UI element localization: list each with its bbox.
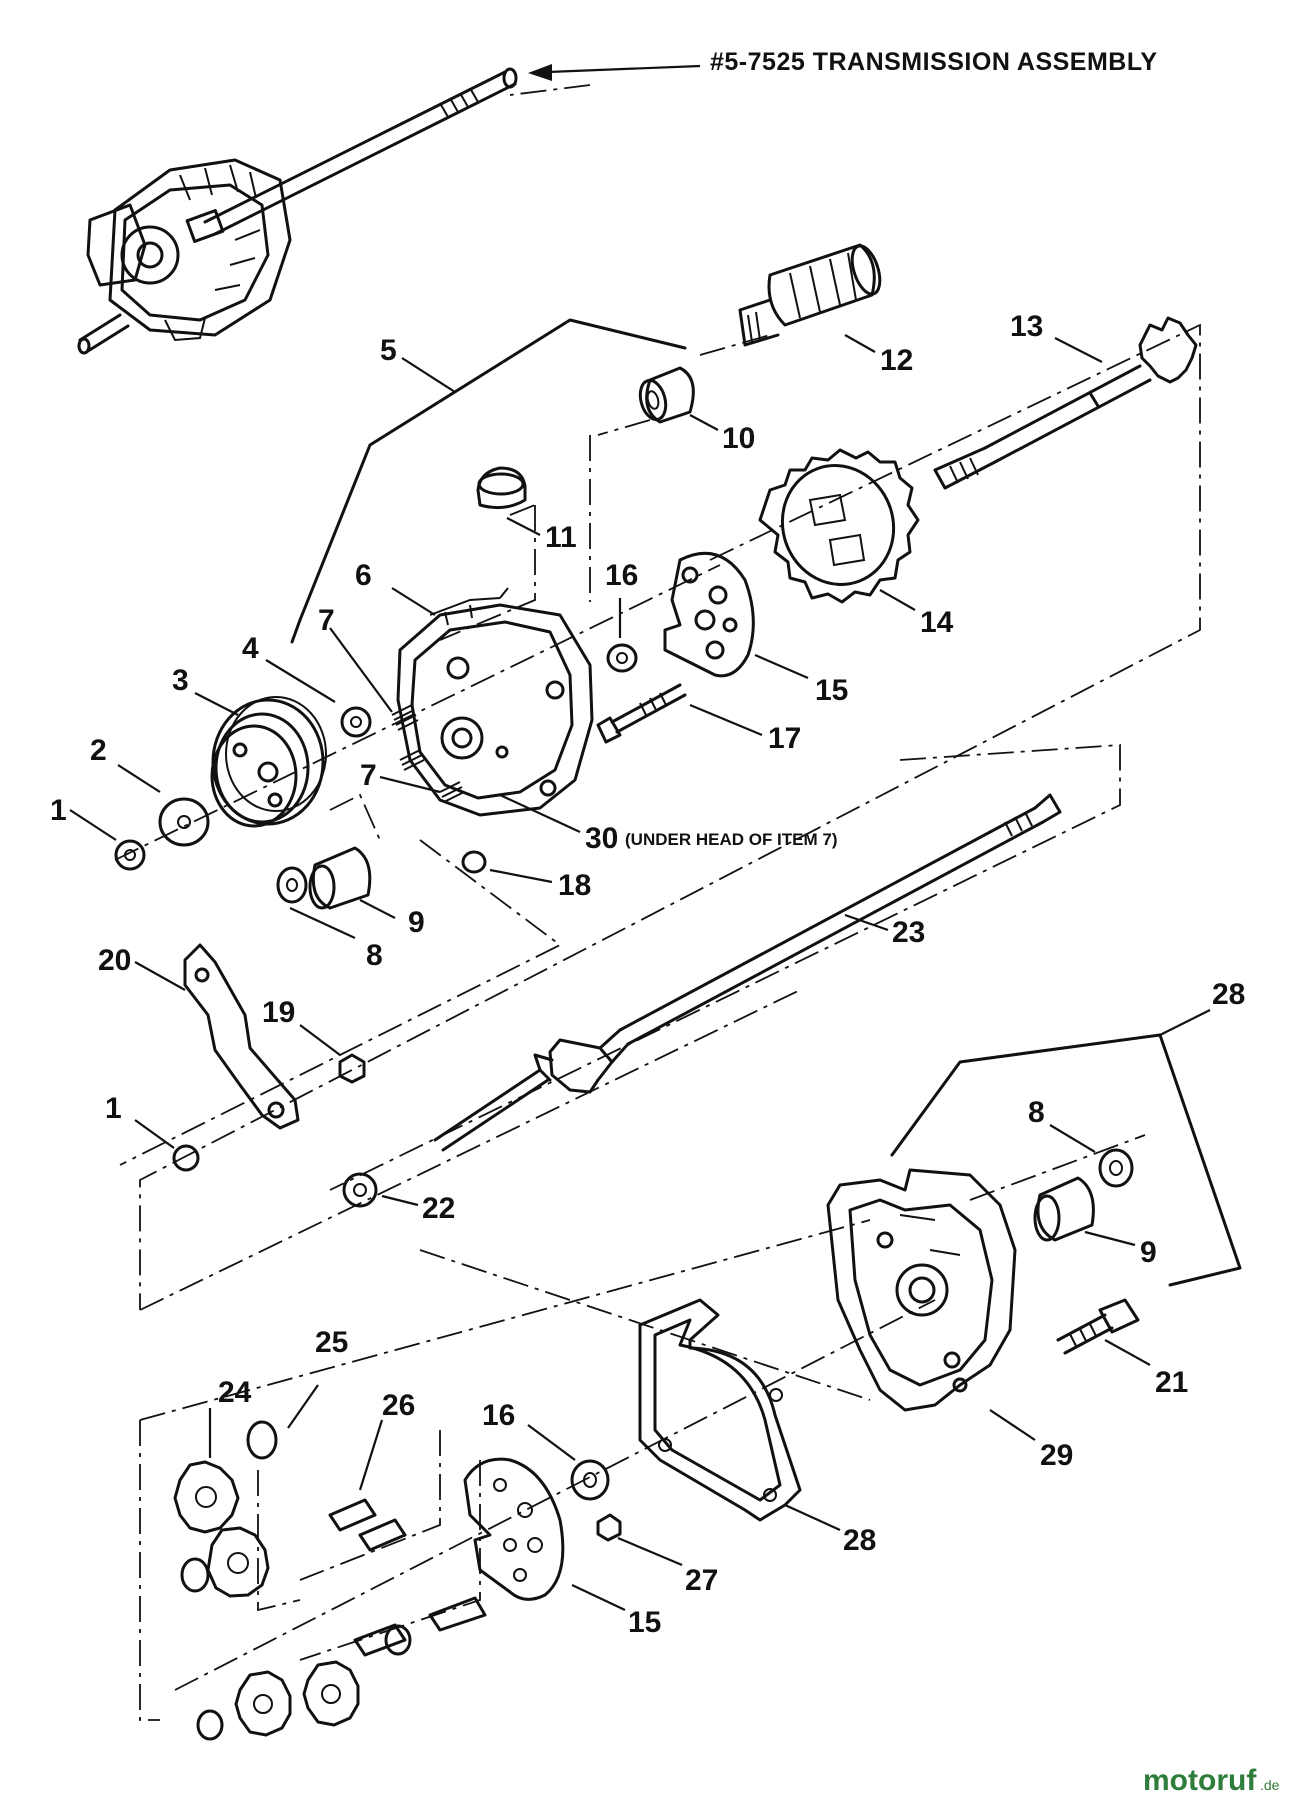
callout-23: 23: [892, 916, 925, 949]
callout-8-upper: 8: [366, 939, 383, 972]
callout-1-lower: 1: [105, 1092, 122, 1125]
part-22-bushing: [342, 1172, 378, 1208]
callout-17: 17: [768, 722, 801, 755]
part-23-shaft: [433, 793, 1062, 1152]
part-2-washer: [158, 797, 210, 847]
part-17-bolt: [596, 683, 687, 744]
callout-1: 1: [50, 794, 67, 827]
item-30-note: (UNDER HEAD OF ITEM 7): [625, 830, 838, 849]
callout-13: 13: [1010, 310, 1043, 343]
callout-27: 27: [685, 1564, 718, 1597]
part-13-pinion-shaft: [933, 316, 1198, 490]
callout-14: 14: [920, 606, 954, 639]
callout-7-upper: 7: [318, 604, 335, 637]
part-8-washer: [276, 866, 308, 904]
callout-21: 21: [1155, 1366, 1188, 1399]
callout-9-right: 9: [1140, 1236, 1157, 1269]
callout-30: 30: [585, 822, 618, 855]
part-9-bushing: [308, 846, 372, 910]
part-15-carrier-plate: [663, 551, 755, 678]
callout-7-lower: 7: [360, 759, 377, 792]
part-1-nut: [114, 839, 146, 871]
callout-10: 10: [722, 422, 755, 455]
callout-5: 5: [380, 334, 397, 367]
part-7-spring-pins: [391, 704, 465, 803]
part-15-carrier-plate-lower: [463, 1457, 565, 1601]
watermark-suffix: .de: [1260, 1777, 1280, 1793]
part-19-nut: [338, 1053, 366, 1084]
callout-2: 2: [90, 734, 107, 767]
part-24-planet-gears: [173, 1460, 360, 1737]
callout-24: 24: [218, 1376, 252, 1409]
part-4-washer: [340, 706, 372, 738]
part-11-cap: [476, 466, 527, 510]
callout-4: 4: [242, 632, 259, 665]
callout-6: 6: [355, 559, 372, 592]
callout-19: 19: [262, 996, 295, 1029]
callout-18: 18: [558, 869, 591, 902]
part-25-26-rollers: [180, 1420, 487, 1741]
part-29-housing-right: [826, 1168, 1017, 1412]
callout-16-lower: 16: [482, 1399, 515, 1432]
callout-11: 11: [545, 521, 577, 554]
part-3-pulley: [210, 696, 327, 828]
assembly-title: #5-7525 TRANSMISSION ASSEMBLY: [710, 48, 1158, 76]
part-6-housing: [396, 587, 594, 817]
part-16-washer-lower: [570, 1459, 610, 1501]
watermark-text: motoruf: [1143, 1764, 1257, 1797]
callout-15-upper: 15: [815, 674, 848, 707]
callout-3: 3: [172, 664, 189, 697]
part-28-gasket: [638, 1298, 802, 1522]
callout-8-right: 8: [1028, 1096, 1045, 1129]
callout-28-upper: 28: [1212, 978, 1245, 1011]
centerlines: [114, 84, 1201, 1721]
callout-26: 26: [382, 1389, 415, 1422]
callout-9-upper: 9: [408, 906, 425, 939]
part-27-nut: [596, 1513, 622, 1542]
motoruf-watermark: motoruf .de: [1143, 1764, 1280, 1797]
part-21-bolt: [1056, 1298, 1140, 1355]
item-5-bracket: [290, 318, 687, 644]
title-arrow: [528, 64, 701, 81]
callout-16-upper: 16: [605, 559, 638, 592]
part-1-nut-lower: [172, 1144, 200, 1172]
part-9-bushing-right: [1033, 1176, 1095, 1242]
part-16-washer: [606, 643, 638, 673]
callout-29: 29: [1040, 1439, 1073, 1472]
callout-15-lower: 15: [628, 1606, 661, 1639]
part-14-ring-gear: [758, 448, 920, 604]
callout-labels: 1 2 3 4 5 6 7 7 8 9 10 11 12 13 14 15 16…: [50, 310, 1245, 1639]
callout-25: 25: [315, 1326, 348, 1359]
part-10-bushing: [638, 366, 695, 424]
callout-20: 20: [98, 944, 131, 977]
item-28-bracket: [890, 1033, 1242, 1287]
transmission-assembly-drawing: [77, 67, 518, 355]
callout-22: 22: [422, 1192, 455, 1225]
part-18-nut: [461, 850, 487, 874]
part-12-roller: [738, 243, 882, 347]
part-20-lever: [183, 943, 300, 1130]
callout-12: 12: [880, 344, 913, 377]
part-8-washer-right: [1098, 1148, 1134, 1188]
callout-28-lower: 28: [843, 1524, 876, 1557]
